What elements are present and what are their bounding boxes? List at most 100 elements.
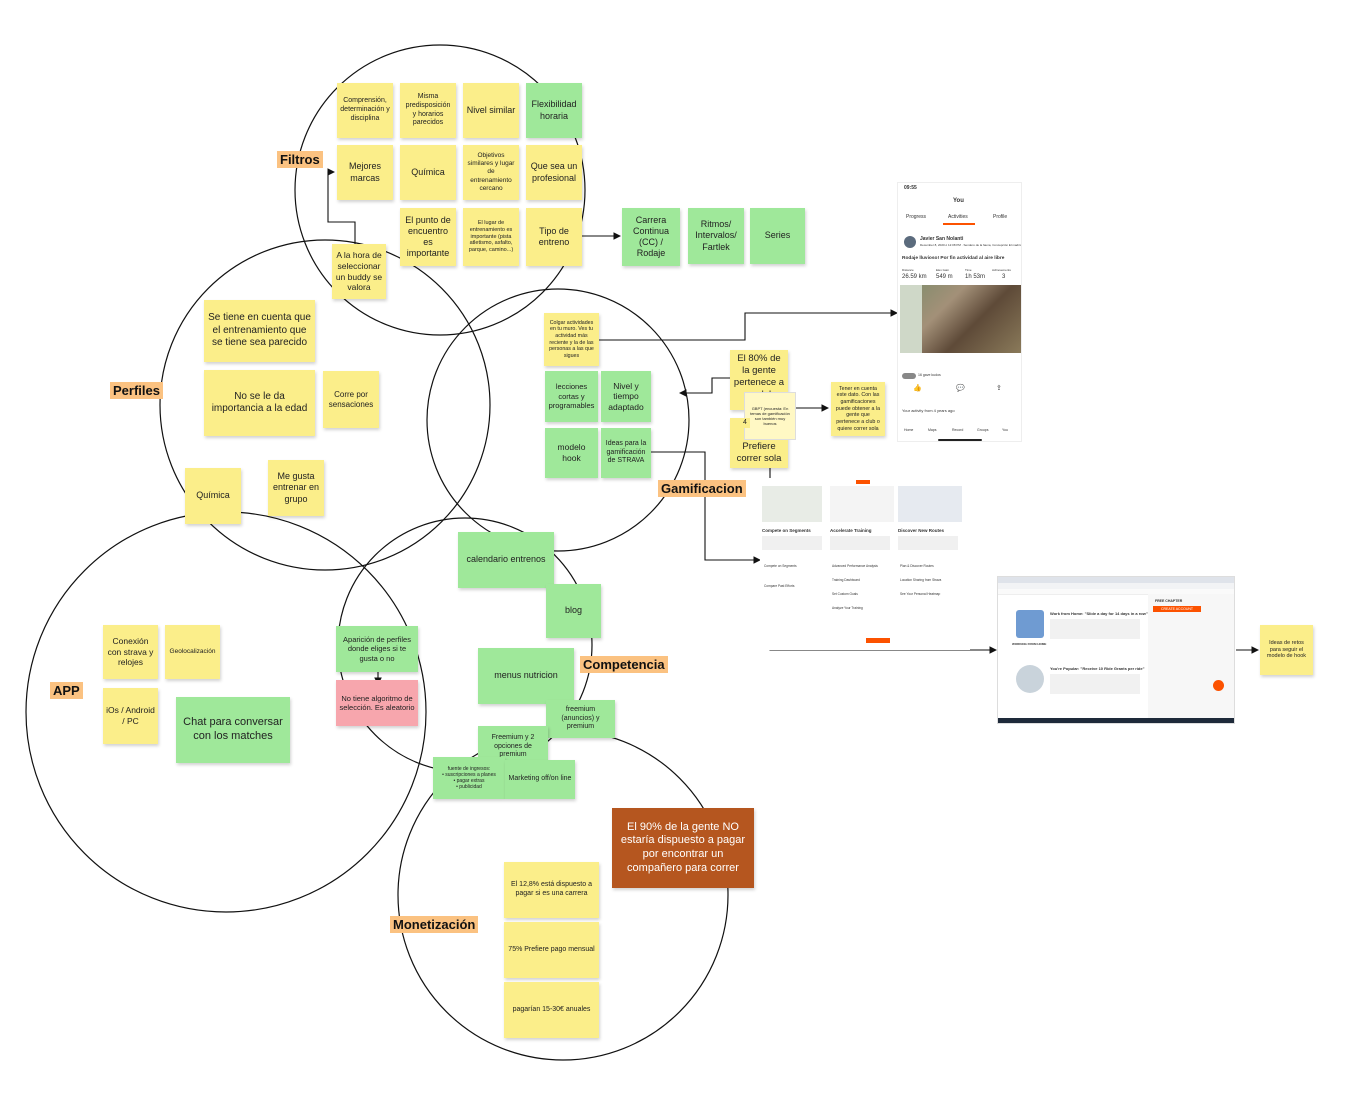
sticky-note[interactable]: Química bbox=[400, 145, 456, 200]
challenge-desc bbox=[1050, 619, 1140, 639]
stat-label: Distance bbox=[902, 268, 914, 272]
sticky-note[interactable]: Misma predisposición y horarios parecido… bbox=[400, 83, 456, 138]
kudos-icon[interactable]: 👍 bbox=[913, 385, 922, 392]
sticky-note[interactable]: Mejores marcas bbox=[337, 145, 393, 200]
feature-image bbox=[830, 486, 894, 522]
phone-title: You bbox=[953, 198, 964, 204]
chat-icon[interactable] bbox=[1213, 680, 1224, 691]
sticky-note[interactable]: Series bbox=[750, 208, 805, 264]
sticky-note[interactable]: Comprensión, determinación y disciplina bbox=[337, 83, 393, 138]
sticky-note[interactable]: calendario entrenos bbox=[458, 532, 554, 588]
strava-phone-screenshot: 09:55 You Progress Activities Profile Ja… bbox=[897, 182, 1022, 442]
sticky-note[interactable]: No se le da importancia a la edad bbox=[204, 370, 315, 436]
strava-features-screenshot: Compete on Segments Accelerate Training … bbox=[760, 478, 970, 650]
nav-maps[interactable]: Maps bbox=[928, 428, 937, 432]
sticky-note[interactable]: No tiene algoritmo de selección. Es alea… bbox=[336, 680, 418, 726]
sticky-note[interactable]: Aparición de perfiles donde eliges si te… bbox=[336, 626, 418, 672]
sticky-note[interactable]: pagarían 15-30€ anuales bbox=[504, 982, 599, 1038]
feature-item: Compete on Segments bbox=[764, 564, 797, 568]
sticky-note[interactable]: Corre por sensaciones bbox=[323, 371, 379, 428]
sticky-note[interactable]: El lugar de entrenamiento es importante … bbox=[463, 208, 519, 266]
stat-value: 1h 53m bbox=[965, 274, 986, 280]
sticky-note[interactable]: Conexión con strava y relojes bbox=[103, 625, 158, 679]
feature-item: Compare Past Efforts bbox=[764, 584, 795, 588]
arrow-hora-filtros bbox=[327, 168, 356, 245]
sticky-note-highlight[interactable]: El 90% de la gente NO estaría dispuesto … bbox=[612, 808, 754, 888]
phone-tab[interactable]: Profile bbox=[993, 214, 1008, 220]
comment-icon[interactable]: 💬 bbox=[956, 385, 965, 392]
share-icon[interactable]: ⇪ bbox=[996, 385, 1002, 392]
sticky-note[interactable]: Nivel y tiempo adaptado bbox=[601, 371, 651, 422]
feature-item: Training Dashboard bbox=[832, 578, 860, 582]
feature-item: Advanced Performance Analysis bbox=[832, 564, 878, 568]
sticky-note[interactable]: Que sea un profesional bbox=[526, 145, 582, 200]
phone-footer: Your activity from 4 years ago bbox=[902, 408, 955, 413]
nav-groups[interactable]: Groups bbox=[977, 428, 989, 432]
sticky-note[interactable]: Carrera Continua (CC) / Rodaje bbox=[622, 208, 680, 266]
active-tab-indicator bbox=[943, 223, 975, 225]
sticky-note[interactable]: Ideas de retos para seguir el modelo de … bbox=[1260, 625, 1313, 675]
address-bar[interactable] bbox=[998, 583, 1234, 589]
sticky-note[interactable]: Se tiene en cuenta que el entrenamiento … bbox=[204, 300, 315, 362]
sticky-note[interactable]: blog bbox=[546, 584, 601, 638]
sticky-note[interactable]: iOs / Android / PC bbox=[103, 688, 158, 744]
feature-image bbox=[898, 486, 962, 522]
nav-home[interactable]: Home bbox=[904, 428, 914, 432]
sticky-note[interactable]: Geolocalización bbox=[165, 625, 220, 679]
sticky-note[interactable]: A la hora de seleccionar un buddy se val… bbox=[332, 244, 386, 299]
create-account-button[interactable]: CREATE ACCOUNT bbox=[1153, 606, 1202, 612]
stat-value: 26.59 km bbox=[902, 274, 927, 280]
nav-record[interactable]: Record bbox=[952, 428, 964, 432]
feature-desc bbox=[898, 536, 958, 550]
sticky-note[interactable]: Flexibilidad horaria bbox=[526, 83, 582, 138]
badge-image bbox=[1016, 610, 1044, 638]
phone-tab[interactable]: Progress bbox=[906, 214, 927, 220]
challenge-desc bbox=[1050, 674, 1140, 694]
sticky-note[interactable]: fuente de ingresos: • suscripciones a pl… bbox=[433, 757, 505, 799]
sticky-note[interactable]: Marketing off/on line bbox=[505, 760, 575, 799]
arrow-ochenta-ideas bbox=[678, 377, 730, 397]
challenge-title: You're Popular: "Receive 10 Ride Grants … bbox=[1050, 666, 1145, 671]
sticky-note[interactable]: El punto de encuentro es importante bbox=[400, 208, 456, 266]
sticky-note[interactable]: Nivel similar bbox=[463, 83, 519, 138]
runner-image bbox=[1016, 665, 1044, 693]
kudos-avatars bbox=[902, 373, 916, 379]
perfiles-circle bbox=[159, 239, 491, 571]
sticky-note-small[interactable]: GBPT (encuesta: En temas de gamificación… bbox=[745, 393, 795, 439]
feature-item: Set Custom Goals bbox=[832, 592, 858, 596]
app-label: APP bbox=[50, 682, 83, 699]
sticky-note[interactable]: Tipo de entreno bbox=[526, 208, 582, 266]
nav-you[interactable]: You bbox=[1002, 428, 1008, 432]
avatar bbox=[904, 236, 916, 248]
sticky-note[interactable]: modelo hook bbox=[545, 428, 598, 478]
phone-tab[interactable]: Activities bbox=[948, 214, 968, 220]
sticky-note[interactable]: Me gusta entrenar en grupo bbox=[268, 460, 324, 516]
challenge-title: Work from Home: "Slide a day for 14 days… bbox=[1050, 611, 1148, 616]
sticky-note[interactable]: Colgar actividades en tu muro. Ves tu ac… bbox=[544, 313, 599, 366]
filtros-label: Filtros bbox=[277, 151, 323, 168]
phone-time: 09:55 bbox=[904, 185, 917, 191]
sticky-note[interactable]: menus nutricion bbox=[478, 648, 574, 704]
sticky-note-fragment: 4 bbox=[740, 418, 750, 428]
sticky-note[interactable]: 75% Prefiere pago mensual bbox=[504, 922, 599, 978]
arrow-ideas-features bbox=[650, 451, 762, 564]
sticky-note[interactable]: lecciones cortas y programables bbox=[545, 371, 598, 422]
gamificacion-label: Gamificacion bbox=[658, 480, 746, 497]
sticky-note[interactable]: Ritmos/ Intervalos/ Fartlek bbox=[688, 208, 744, 264]
stat-label: Elev Gain bbox=[936, 268, 950, 272]
promo-title: FREE CHAPTER bbox=[1155, 599, 1183, 603]
bookmarks-bar bbox=[998, 589, 1234, 595]
feature-title: Accelerate Training bbox=[830, 528, 872, 533]
gamificacion-circle bbox=[426, 288, 690, 552]
sticky-note[interactable]: Química bbox=[185, 468, 241, 524]
sticky-note[interactable]: Chat para conversar con los matches bbox=[176, 697, 290, 763]
sticky-note[interactable]: freemium (anuncios) y premium bbox=[546, 700, 615, 738]
feature-item: Analyze Your Training bbox=[832, 606, 863, 610]
sticky-note[interactable]: El 12,8% está dispuesto a pagar si es un… bbox=[504, 862, 599, 918]
sticky-note[interactable]: Ideas para la gamificación de STRAVA bbox=[601, 428, 651, 478]
sticky-note[interactable]: Objetivos similares y lugar de entrenami… bbox=[463, 145, 519, 200]
sticky-note[interactable]: Tener en cuenta este dato. Con las gamif… bbox=[831, 382, 885, 436]
subscribe-button[interactable] bbox=[866, 638, 890, 643]
activity-title: Rodaje lluvioso! Por fin actividad al ai… bbox=[902, 256, 1005, 261]
